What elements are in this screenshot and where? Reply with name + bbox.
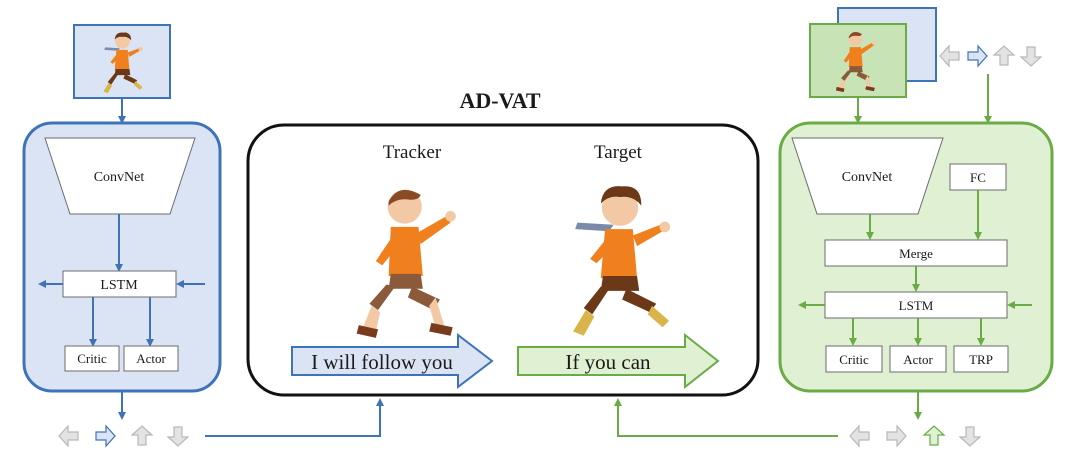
tracker-actor-box [123, 345, 179, 372]
tracker-observation-frame [73, 24, 171, 99]
target-action-arrows [849, 425, 981, 447]
target-trp-box [953, 345, 1009, 373]
down-arrow-icon [959, 426, 981, 447]
tracker-speech-text: I will follow you [311, 350, 453, 374]
tracker-lstm-label: LSTM [100, 278, 138, 293]
target-heading: Target [594, 142, 643, 163]
tracker-critic-label: Critic [77, 351, 107, 366]
right-arrow-icon [95, 425, 116, 447]
up-arrow-icon [993, 45, 1015, 66]
target-lstm-label: LSTM [899, 298, 934, 313]
target-action-to-env-arrow [614, 398, 838, 437]
target-trp-label: TRP [969, 352, 993, 367]
right-arrow-icon [886, 425, 907, 447]
tracker-heading: Tracker [383, 142, 442, 163]
target-critic-box [825, 345, 883, 373]
target-convnet-shape [791, 137, 944, 215]
down-arrow-icon [1020, 46, 1042, 67]
up-arrow-icon [923, 425, 945, 446]
target-fc-box [949, 163, 1007, 191]
tracker-action-arrows [58, 425, 189, 447]
up-arrow-icon [131, 425, 153, 446]
left-arrow-icon [849, 425, 870, 447]
tracker-action-to-env-arrow [205, 398, 384, 437]
tracker-critic-box [64, 345, 120, 372]
tracker-convnet-shape [44, 137, 196, 215]
right-arrow-icon [967, 45, 988, 67]
target-speech-arrow [517, 332, 720, 390]
tracker-lstm-box [62, 270, 177, 298]
diagram-title: AD-VAT [459, 88, 540, 113]
target-merge-box [824, 239, 1008, 267]
target-convnet-label: ConvNet [842, 170, 893, 185]
left-arrow-icon [58, 425, 79, 447]
target-actor-box [889, 345, 947, 373]
target-speech-text: If you can [565, 350, 651, 374]
target-fc-label: FC [970, 170, 986, 185]
tracker-speech-arrow [291, 332, 494, 390]
target-merge-label: Merge [899, 246, 933, 261]
down-arrow-icon [167, 426, 189, 447]
tracker-convnet-label: ConvNet [94, 170, 145, 185]
target-observed-action-arrows [939, 45, 1042, 67]
target-lstm-box [824, 291, 1008, 319]
left-arrow-icon [939, 45, 960, 67]
target-observation-frames [809, 7, 937, 98]
target-critic-label: Critic [839, 352, 869, 367]
target-actor-label: Actor [903, 352, 933, 367]
tracker-actor-label: Actor [136, 351, 166, 366]
